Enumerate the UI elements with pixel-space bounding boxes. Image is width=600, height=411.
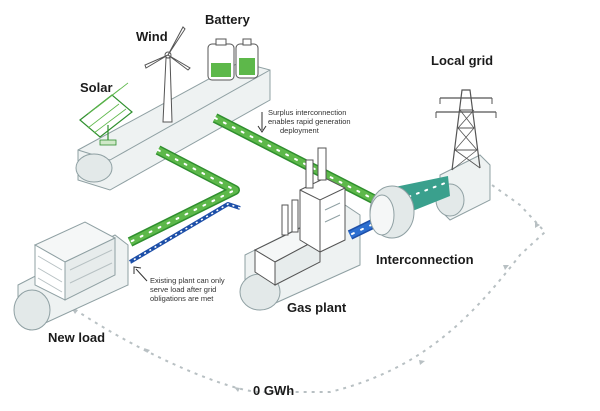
label-wind: Wind (136, 29, 168, 44)
solar-panel-icon (79, 82, 133, 146)
zero-flow-loop (67, 179, 547, 393)
annotation-surplus: Surplus interconnection enables rapid ge… (268, 108, 351, 135)
annotation-existing-line-3: obligations are met (150, 294, 214, 303)
annotation-surplus-line-1: Surplus interconnection (268, 108, 347, 117)
battery-icon (207, 38, 259, 81)
annotation-existing-line-1: Existing plant can only (150, 276, 225, 285)
blue-pipe-existing (128, 202, 241, 264)
annotation-surplus-line-3: deployment (280, 126, 319, 135)
gas-plant-icon (253, 147, 346, 286)
surplus-leader (257, 112, 267, 133)
label-gas-plant: Gas plant (287, 300, 347, 315)
renewables-platform (75, 61, 271, 191)
interconnection-hub (347, 176, 450, 240)
label-battery: Battery (205, 12, 250, 27)
label-interconnection: Interconnection (376, 252, 474, 267)
data-center-icon (33, 221, 117, 301)
green-pipe-solar (127, 145, 240, 247)
label-solar: Solar (80, 80, 113, 95)
wind-turbine-icon (144, 26, 191, 123)
label-new-load: New load (48, 330, 106, 345)
annotation-existing-line-2: serve load after grid (150, 285, 217, 294)
transmission-tower-icon (435, 89, 497, 171)
existing-leader (133, 266, 148, 282)
annotation-existing: Existing plant can only serve load after… (150, 276, 225, 303)
annotation-surplus-line-2: enables rapid generation (268, 117, 351, 126)
label-energy-flow: 0 GWh (253, 383, 295, 398)
green-pipe-battery (212, 113, 388, 210)
label-local-grid: Local grid (431, 53, 494, 68)
